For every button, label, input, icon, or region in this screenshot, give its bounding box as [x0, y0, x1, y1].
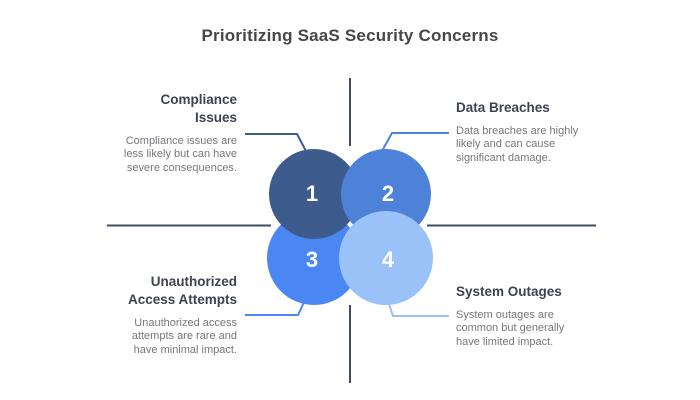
item-description-unauthorized-access: Unauthorized access attempts are rare an… [131, 317, 237, 356]
connector-line-outages [387, 300, 449, 317]
page-title: Prioritizing SaaS Security Concerns [201, 26, 499, 45]
connector-line-unauthorized [245, 299, 306, 316]
item-description-compliance-issues: Compliance issues are less likely but ca… [123, 135, 237, 174]
item-description-data-breaches: Data breaches are highly likely and can … [456, 125, 579, 164]
item-heading-data-breaches: Data Breaches [456, 100, 550, 115]
circle-number-1: 1 [306, 181, 318, 206]
circle-3-unauthorized-access [267, 211, 361, 305]
label-block-system-outages: System Outages System outages are common… [456, 283, 596, 349]
circle-1-compliance-issues [269, 149, 359, 239]
label-block-data-breaches: Data Breaches Data breaches are highly l… [456, 99, 596, 165]
item-heading-compliance-issues: Compliance Issues [160, 92, 237, 125]
circle-4-system-outages [339, 211, 433, 305]
connector-line-breaches [381, 132, 449, 152]
circle-number-4: 4 [382, 247, 395, 272]
label-block-unauthorized-access: Unauthorized Access Attempts Unauthorize… [105, 273, 237, 357]
circle-number-2: 2 [382, 181, 394, 206]
item-heading-system-outages: System Outages [456, 284, 562, 299]
circle-number-3: 3 [306, 247, 318, 272]
label-block-compliance-issues: Compliance Issues Compliance issues are … [105, 91, 237, 175]
item-heading-unauthorized-access: Unauthorized Access Attempts [127, 274, 237, 307]
circle-2-data-breaches [341, 149, 431, 239]
item-description-system-outages: System outages are common but generally … [456, 309, 565, 348]
connector-line-compliance [245, 133, 308, 154]
